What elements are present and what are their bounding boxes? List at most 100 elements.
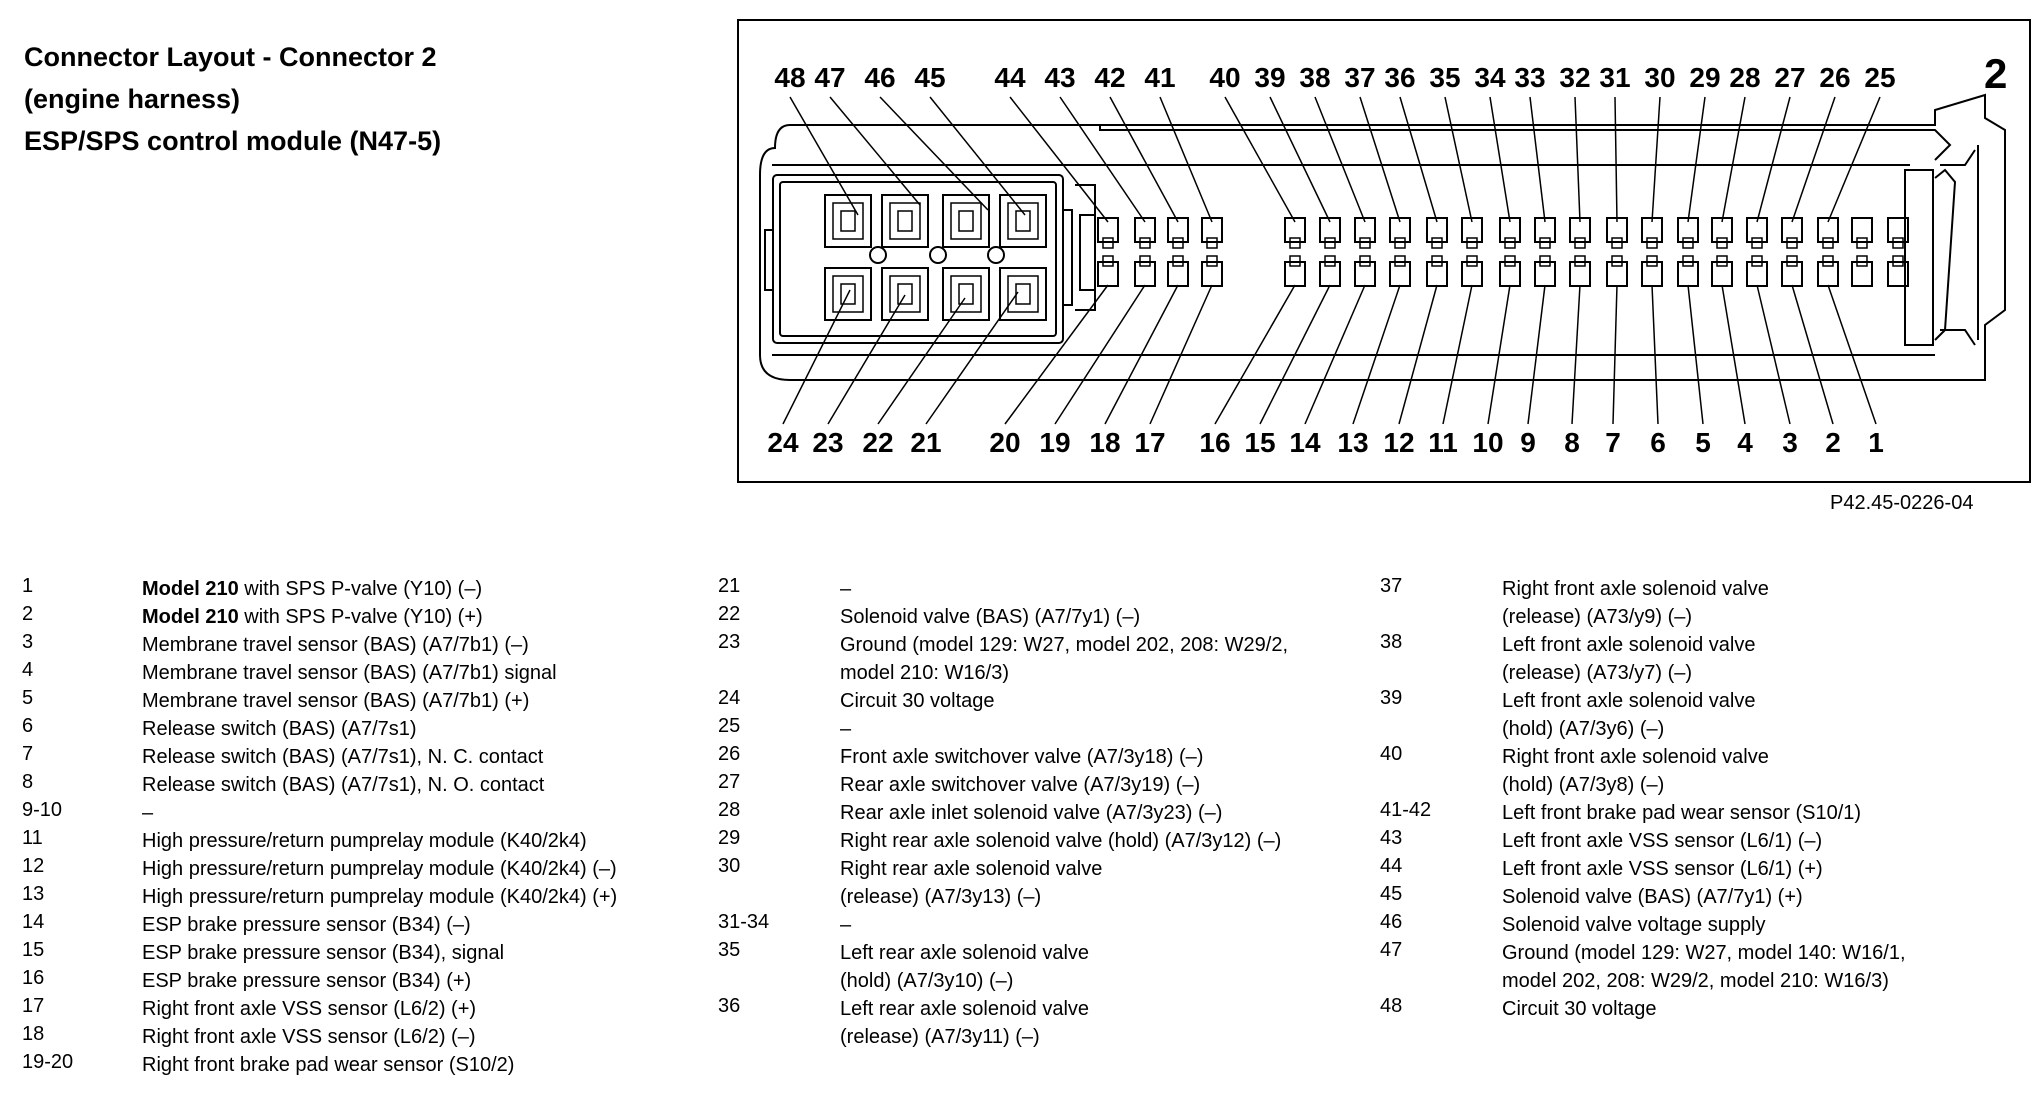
small-pin-tab-bottom-8 (1394, 255, 1406, 267)
big-pin-inner-top-3 (950, 202, 982, 240)
legend-description: Membrane travel sensor (BAS) (A7/7b1) (+… (142, 687, 529, 715)
pin-label-3: 3 (1782, 427, 1798, 458)
legend-pin-number: 9-10 (22, 799, 63, 821)
legend-pin-number: 30 (718, 855, 741, 877)
legend-pin-number: 36 (718, 995, 741, 1017)
legend-description: Circuit 30 voltage (1502, 995, 1657, 1023)
pin-label-29: 29 (1689, 62, 1720, 93)
small-pin-tab-top-9 (1431, 237, 1443, 249)
leader-line-24 (782, 289, 851, 425)
legend-description-line: – (840, 578, 852, 600)
legend-pin-number: 15 (22, 939, 45, 961)
pin-label-35: 35 (1429, 62, 1460, 93)
legend-description: High pressure/return pumprelay module (K… (142, 883, 617, 911)
legend-description-line: Solenoid valve (BAS) (A7/7y1) (+) (1502, 886, 1803, 908)
legend-pin-number: 8 (22, 771, 34, 793)
small-pin-tab-bottom-16 (1682, 255, 1694, 267)
leader-line-8 (1571, 284, 1581, 425)
legend-description: Left front axle solenoid valve(release) … (1502, 631, 1756, 687)
big-pin-bottom-3 (942, 267, 990, 321)
small-pin-tab-top-18 (1751, 237, 1763, 249)
legend-description-line: Right rear axle solenoid valve (hold) (A… (840, 830, 1282, 852)
legend-description-line: Rear axle inlet solenoid valve (A7/3y23)… (840, 802, 1223, 824)
big-pin-core-top-3 (958, 210, 974, 232)
legend-description-line: Left front axle VSS sensor (L6/1) (–) (1502, 830, 1823, 852)
legend-description: Right front axle solenoid valve(hold) (A… (1502, 743, 1769, 799)
legend-pin-number: 46 (1380, 911, 1403, 933)
legend-pin-number: 16 (22, 967, 45, 989)
pin-label-7: 7 (1605, 427, 1621, 458)
legend-description: ESP brake pressure sensor (B34), signal (142, 939, 504, 967)
pin-label-36: 36 (1384, 62, 1415, 93)
pin-label-21: 21 (910, 427, 941, 458)
legend-description-text: ESP brake pressure sensor (B34) (+) (142, 970, 472, 992)
legend-description-line: Solenoid valve (BAS) (A7/7y1) (–) (840, 606, 1141, 628)
leader-line-38 (1314, 96, 1366, 223)
small-pin-top-21 (1851, 217, 1873, 243)
legend-description: Model 210 with SPS P-valve (Y10) (–) (142, 575, 482, 603)
legend-description: – (142, 799, 153, 827)
small-pin-top-6 (1319, 217, 1341, 243)
leader-line-42 (1109, 96, 1179, 223)
small-pin-bottom-22 (1887, 261, 1909, 287)
small-pin-tab-top-2 (1139, 237, 1151, 249)
small-pin-tab-top-12 (1539, 237, 1551, 249)
small-pin-tab-bottom-22 (1892, 255, 1904, 267)
legend-description: Model 210 with SPS P-valve (Y10) (+) (142, 603, 483, 631)
leader-line-11 (1442, 284, 1473, 425)
small-pin-tab-top-14 (1611, 237, 1623, 249)
small-pin-top-5 (1284, 217, 1306, 243)
leader-line-3 (1756, 284, 1791, 425)
small-pin-tab-top-21 (1856, 237, 1868, 249)
pin-label-12: 12 (1383, 427, 1414, 458)
legend-pin-number: 4 (22, 659, 34, 681)
legend-pin-number: 43 (1380, 827, 1403, 849)
legend-description: Membrane travel sensor (BAS) (A7/7b1) si… (142, 659, 557, 687)
title-line-3: ESP/SPS control module (N47-5) (24, 126, 442, 156)
leader-line-43 (1059, 96, 1146, 223)
leader-line-25 (1827, 96, 1881, 223)
pin-label-19: 19 (1039, 427, 1070, 458)
small-pin-top-7 (1354, 217, 1376, 243)
pin-label-43: 43 (1044, 62, 1075, 93)
leader-line-44 (1009, 96, 1109, 223)
big-pin-top-1 (824, 194, 872, 248)
legend-description-text: – (142, 802, 154, 824)
small-pin-tab-top-8 (1394, 237, 1406, 249)
legend-pin-number: 2 (22, 603, 34, 625)
leader-line-20 (1004, 284, 1109, 425)
legend-description-line: Left front axle solenoid valve (1502, 690, 1756, 712)
pin-label-13: 13 (1337, 427, 1368, 458)
legend-pin-number: 48 (1380, 995, 1403, 1017)
small-pin-tab-top-22 (1892, 237, 1904, 249)
leader-line-37 (1359, 96, 1401, 223)
legend-pin-number: 5 (22, 687, 34, 709)
leader-line-48 (789, 96, 859, 216)
legend-model-bold: Model 210 (142, 578, 239, 600)
diagram-frame (737, 19, 2031, 483)
leader-line-26 (1791, 96, 1836, 223)
legend-description-line: model 202, 208: W29/2, model 210: W16/3) (1502, 970, 1889, 992)
legend-description-text: High pressure/return pumprelay module (K… (142, 858, 617, 880)
pin-label-37: 37 (1344, 62, 1375, 93)
legend-pin-number: 6 (22, 715, 34, 737)
pin-label-47: 47 (814, 62, 845, 93)
small-pin-tab-bottom-7 (1359, 255, 1371, 267)
legend-description-line: Right rear axle solenoid valve (840, 858, 1103, 880)
big-pin-top-2 (881, 194, 929, 248)
big-pin-bottom-1 (824, 267, 872, 321)
small-pin-top-18 (1746, 217, 1768, 243)
legend-description: Right rear axle solenoid valve (hold) (A… (840, 827, 1281, 855)
connector-id-label: 2 (1984, 50, 2007, 97)
legend-description: – (840, 575, 851, 603)
small-pin-tab-bottom-21 (1856, 255, 1868, 267)
leader-line-30 (1651, 96, 1661, 223)
big-pin-bottom-4 (999, 267, 1047, 321)
legend-pin-number: 28 (718, 799, 741, 821)
legend-description-line: Solenoid valve voltage supply (1502, 914, 1766, 936)
small-pin-tab-bottom-15 (1646, 255, 1658, 267)
leader-line-14 (1304, 284, 1366, 425)
small-pin-tab-top-3 (1172, 237, 1184, 249)
